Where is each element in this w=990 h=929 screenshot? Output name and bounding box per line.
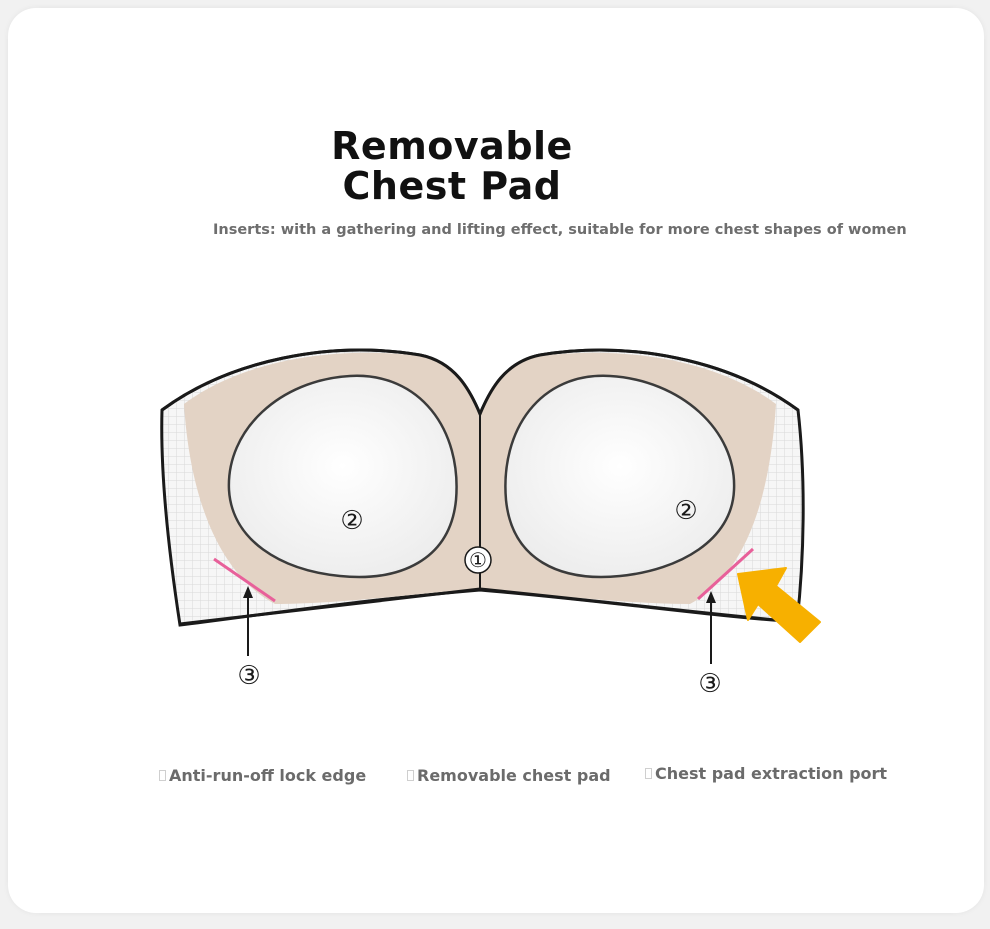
right-pointer-arrowhead [706, 591, 716, 603]
callout-2-left-label: ② [340, 506, 363, 536]
left-pointer-arrowhead [243, 586, 253, 598]
legend-item-label: Removable chest pad [417, 766, 611, 785]
page-subtitle: Inserts: with a gathering and lifting ef… [213, 222, 907, 238]
legend-item-label: Chest pad extraction port [655, 764, 888, 783]
legend-item-lock-edge: Anti-run-off lock edge [159, 766, 366, 785]
legend-item-removable-pad: Removable chest pad [407, 766, 611, 785]
legend-bullet-icon [159, 770, 166, 781]
callout-1: ① [464, 546, 492, 574]
page-title: Removable Chest Pad [331, 124, 573, 208]
callout-3-right-label: ③ [698, 669, 721, 699]
right-lock-edge [696, 547, 755, 601]
left-lock-edge [213, 557, 276, 603]
left-chest-pad [227, 374, 458, 579]
legend-bullet-icon [407, 770, 414, 781]
legend-item-extraction-port: Chest pad extraction port [645, 764, 887, 783]
right-chest-pad [504, 374, 736, 579]
legend-item-label: Anti-run-off lock edge [169, 766, 367, 785]
legend-bullet-icon [645, 768, 652, 779]
extraction-pointer-arrow-icon [737, 567, 821, 643]
callout-1-label: ① [469, 548, 487, 572]
callout-2-right-label: ② [674, 496, 697, 526]
callout-3-left-label: ③ [237, 661, 260, 691]
